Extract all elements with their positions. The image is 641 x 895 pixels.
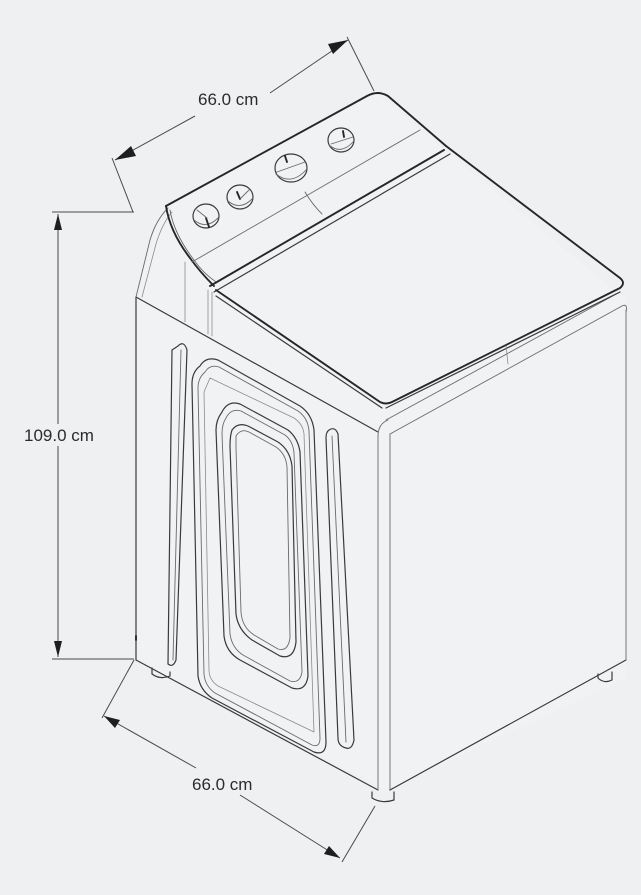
arrowhead-left [115, 146, 136, 160]
inner-door-frame [215, 402, 309, 690]
arrowhead-up [54, 214, 62, 230]
knob-2 [226, 184, 254, 210]
door-window [229, 424, 297, 658]
feet [135, 635, 613, 803]
width-dimension-label: 66.0 cm [190, 775, 255, 794]
knob-1 [192, 203, 220, 229]
depth-dimension-label: 66.0 cm [196, 90, 261, 109]
left-groove [167, 343, 188, 666]
foot-front-right [371, 791, 395, 803]
lid [215, 145, 624, 409]
right-groove [325, 428, 355, 749]
arrowhead-right [328, 40, 348, 54]
foot-front-left [151, 667, 171, 679]
arrowhead-left-bottom [104, 716, 120, 728]
right-face [386, 300, 626, 790]
cabinet [135, 207, 627, 791]
height-dimension-label: 109.0 cm [22, 426, 96, 445]
control-console [165, 92, 451, 293]
height-dimension-line [52, 211, 134, 660]
knob-3 [274, 153, 308, 183]
width-dimension-line [101, 659, 376, 863]
knob-4 [327, 127, 355, 153]
outer-door-frame [191, 358, 327, 754]
foot-back-right [597, 671, 613, 683]
arrowhead-down [54, 641, 62, 657]
arrowhead-right-bottom [324, 846, 340, 858]
